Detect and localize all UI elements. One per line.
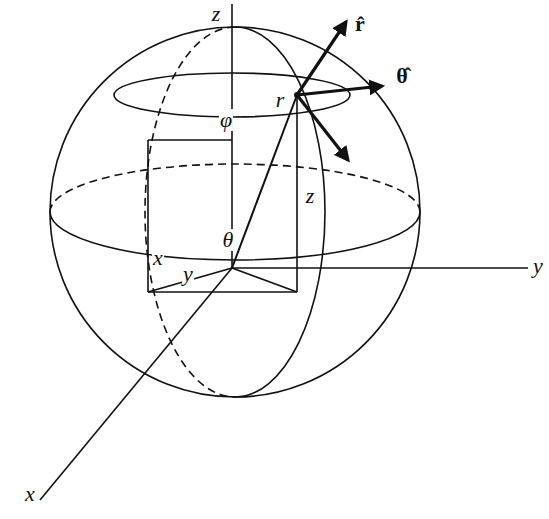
radius-line <box>232 95 297 268</box>
point-p <box>294 92 300 98</box>
y-projection <box>148 291 297 293</box>
coordinate-label: r <box>275 89 286 111</box>
box-edge <box>148 139 232 141</box>
meridian-front <box>235 27 325 397</box>
coordinate-label: z <box>305 185 316 207</box>
sphere-outline <box>50 27 420 397</box>
coordinate-label: y <box>182 263 194 285</box>
theta-hat-vector <box>297 86 382 95</box>
coordinate-label: x <box>152 247 164 269</box>
unit-vector-label: r̂ <box>354 13 366 35</box>
unit-vector-label: θ̂ <box>395 65 408 87</box>
angle-label: θ <box>222 229 235 251</box>
axis-label: x <box>24 483 36 505</box>
angle-label: φ <box>219 109 233 131</box>
meridian-back <box>145 27 235 397</box>
y-axis <box>232 267 528 269</box>
box-edge <box>147 140 149 292</box>
axis-label: z <box>211 3 222 25</box>
axis-label: y <box>532 255 544 277</box>
equator-back <box>50 164 420 212</box>
x-axis <box>40 268 232 500</box>
z-projection <box>296 95 298 292</box>
rho-line <box>232 268 297 292</box>
equator-front <box>50 212 420 260</box>
r-hat-vector <box>297 22 346 95</box>
phi-hat-vector <box>297 95 348 160</box>
